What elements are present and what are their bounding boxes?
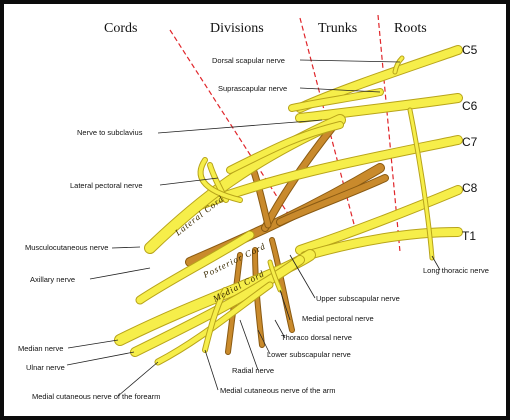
- lateral-cord-group: [144, 114, 346, 254]
- label-lateral-pectoral: Lateral pectoral nerve: [70, 181, 143, 190]
- root-label-c7: C7: [462, 135, 478, 149]
- label-radial: Radial nerve: [232, 366, 274, 375]
- root-label-c8: C8: [462, 181, 478, 195]
- label-subclavius: Nerve to subclavius: [77, 128, 143, 137]
- label-med-cut-arm: Medial cutaneous nerve of the arm: [220, 386, 335, 395]
- label-upper-subscapular: Upper subscapular nerve: [316, 294, 400, 303]
- label-thoraco-dorsal: Thoraco dorsal nerve: [281, 333, 352, 342]
- header-divisions: Divisions: [210, 21, 264, 36]
- header-cords: Cords: [104, 21, 137, 36]
- label-median: Median nerve: [18, 344, 63, 353]
- label-axillary: Axillary nerve: [30, 275, 75, 284]
- label-med-cut-forearm: Medial cutaneous nerve of the forearm: [32, 392, 160, 401]
- divider-cords-divisions: [169, 29, 293, 221]
- medial-cord-group: [114, 230, 316, 366]
- label-dorsal-scapular: Dorsal scapular nerve: [212, 56, 285, 65]
- root-label-c6: C6: [462, 99, 478, 113]
- root-label-c5: C5: [462, 43, 478, 57]
- diagram-panel: [4, 4, 506, 416]
- header-roots: Roots: [394, 21, 427, 36]
- label-suprascapular: Suprascapular nerve: [218, 84, 287, 93]
- label-musculocutaneous: Musculocutaneous nerve: [25, 243, 108, 252]
- header-trunks: Trunks: [318, 21, 357, 36]
- label-long-thoracic: Long thoracic nerve: [423, 266, 489, 275]
- root-label-t1: T1: [462, 229, 476, 243]
- roots-and-trunks: [195, 45, 463, 261]
- label-lower-subscapular: Lower subscapular nerve: [267, 350, 351, 359]
- leader-lines: [66, 59, 441, 397]
- label-medial-pectoral: Medial pectoral nerve: [302, 314, 374, 323]
- label-ulnar: Ulnar nerve: [26, 363, 65, 372]
